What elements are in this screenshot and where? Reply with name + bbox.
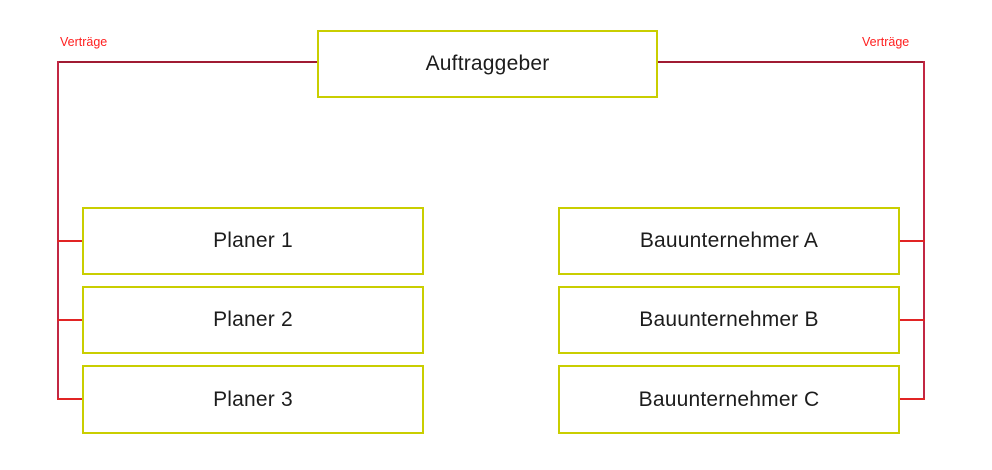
- node-planer-3: Planer 3: [82, 365, 424, 434]
- connector-stub-contractor-a: [900, 240, 925, 242]
- connector-stub-planner-3: [57, 398, 82, 400]
- connector-stub-planner-1: [57, 240, 82, 242]
- node-bauunternehmer-b: Bauunternehmer B: [558, 286, 900, 354]
- connector-stub-contractor-c: [900, 398, 925, 400]
- node-auftraggeber: Auftraggeber: [317, 30, 658, 98]
- connector-top-right-horizontal: [658, 61, 925, 63]
- node-planer-2: Planer 2: [82, 286, 424, 354]
- node-bauunternehmer-c: Bauunternehmer C: [558, 365, 900, 434]
- edge-label-vertraege-left: Verträge: [60, 35, 108, 49]
- connector-top-left-horizontal: [57, 61, 317, 63]
- connector-stub-contractor-b: [900, 319, 925, 321]
- connector-left-vertical-trunk: [57, 61, 59, 400]
- node-bauunternehmer-a: Bauunternehmer A: [558, 207, 900, 275]
- edge-label-vertraege-right: Verträge: [862, 35, 910, 49]
- connector-right-vertical-trunk: [923, 61, 925, 400]
- node-planer-1: Planer 1: [82, 207, 424, 275]
- connector-stub-planner-2: [57, 319, 82, 321]
